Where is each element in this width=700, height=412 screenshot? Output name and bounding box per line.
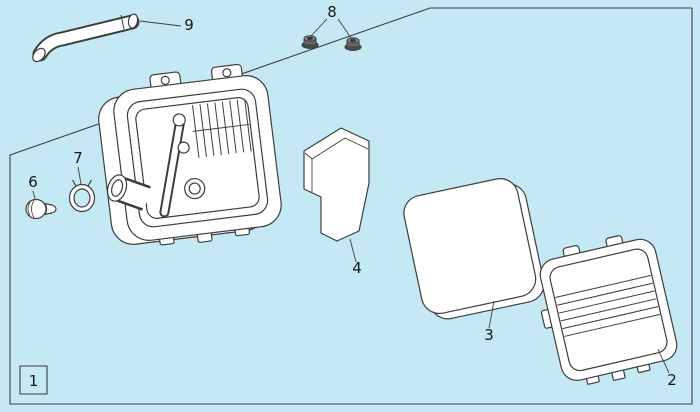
housing-elbow-outlet: [106, 174, 152, 211]
callout-label-3: 3: [484, 326, 494, 344]
leader-line-3: [488, 300, 495, 329]
callout-label-4: 4: [352, 259, 362, 277]
rubber-plug: [25, 198, 57, 220]
callout-label-6: 6: [28, 173, 38, 191]
air-cleaner-cover: [539, 235, 678, 385]
clamp-ears: [71, 179, 93, 187]
breather-tube: [32, 13, 140, 63]
callout-labels: 9 8 6 7 4 3 2 1: [28, 3, 677, 390]
housing-rim-outer: [126, 88, 269, 228]
clamp-ring: [68, 179, 96, 213]
leader-line-8b: [337, 18, 352, 39]
air-cleaner-housing: [98, 63, 282, 246]
leader-line-4: [349, 238, 357, 263]
leader-line-9: [139, 20, 182, 27]
callout-label-8: 8: [327, 3, 337, 21]
cover-ribs: [555, 274, 660, 337]
housing-front-face: [113, 75, 282, 241]
line-art: [9, 7, 693, 405]
plug-tip: [43, 202, 57, 216]
filter-element: [403, 178, 545, 320]
housing-rim-inner: [135, 97, 260, 219]
housing-slats: [192, 98, 252, 158]
tube-end-right: [127, 13, 139, 29]
tube-end-left: [32, 47, 46, 63]
leader-line-8a: [310, 18, 328, 37]
callout-label-9: 9: [184, 16, 194, 34]
flange-nut-right: [344, 37, 362, 52]
housing-lever: [159, 113, 190, 218]
callout-label-2: 2: [667, 371, 677, 389]
frame-index-box: [19, 365, 48, 395]
plug-cap: [25, 198, 47, 220]
housing-port-inner: [188, 182, 201, 195]
tube-collar: [120, 14, 125, 30]
callout-label-1: 1: [29, 372, 39, 390]
filter-element-face: [403, 178, 537, 315]
cover-rim: [549, 248, 668, 372]
leader-line-7: [77, 166, 82, 185]
clamp-inner: [73, 188, 91, 208]
leader-line-6: [32, 190, 36, 200]
callout-label-7: 7: [73, 149, 83, 167]
filter-spacer: [303, 127, 370, 242]
diagram-frame: [9, 7, 693, 405]
flange-nut-left: [301, 35, 319, 50]
leader-lines: [32, 18, 670, 374]
leader-line-2: [657, 348, 670, 374]
